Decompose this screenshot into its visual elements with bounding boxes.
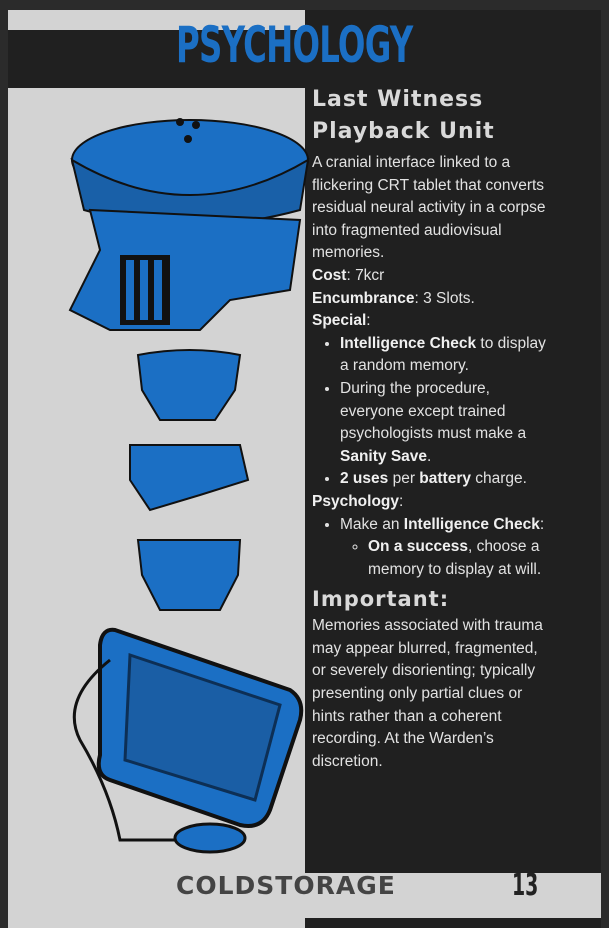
list-item: Intelligence Check to display a random m… — [340, 333, 548, 378]
encumbrance-value: : 3 Slots. — [414, 289, 475, 307]
item-description: A cranial interface linked to a flickeri… — [312, 154, 546, 262]
helmet-front-view — [136, 349, 242, 421]
helmet-main-view — [68, 118, 310, 331]
psychology-heading: Psychology: — [312, 491, 548, 514]
item-content: Last Witness Playback Unit A cranial int… — [312, 84, 548, 773]
text: to display a random memory. — [340, 334, 546, 375]
list-item: Make an Intelligence Check: On a success… — [340, 514, 548, 582]
bold-text: Sanity Save — [340, 447, 428, 465]
encumbrance-line: Encumbrance: 3 Slots. — [312, 288, 548, 311]
helmet-rear-view — [136, 539, 242, 611]
text: . — [427, 447, 432, 465]
cost-label: Cost — [312, 266, 347, 284]
psychology-list: Make an Intelligence Check: On a success… — [312, 514, 548, 582]
colon: : — [399, 492, 404, 510]
sub-list: On a success, choose a memory to display… — [340, 536, 548, 581]
colon: : — [366, 312, 371, 330]
cost-value: : 7kcr — [346, 266, 385, 284]
item-name: Last Witness Playback Unit — [312, 87, 495, 144]
page-number: 13 — [512, 868, 539, 903]
text: During the procedure, everyone except tr… — [340, 379, 527, 443]
list-item: 2 uses per battery charge. — [340, 468, 548, 491]
footer-band — [305, 873, 601, 918]
helmet-side-view — [129, 444, 250, 512]
special-heading: Special: — [312, 310, 548, 333]
text: : — [539, 515, 545, 533]
list-item: On a success, choose a memory to display… — [368, 536, 548, 581]
bold-text: On a success — [368, 538, 468, 556]
bold-text: 2 uses — [340, 470, 389, 488]
section-title: PSYCHOLOGY — [176, 16, 413, 74]
important-heading: Important: — [312, 587, 450, 612]
list-item: During the procedure, everyone except tr… — [340, 378, 548, 468]
cost-line: Cost: 7kcr — [312, 265, 548, 288]
brand-logo: COLDSTORAGE — [176, 871, 396, 900]
special-list: Intelligence Check to display a random m… — [312, 333, 548, 491]
text: Make an — [340, 515, 404, 533]
bold-text: Intelligence Check — [403, 515, 540, 533]
text: , choose a memory to display at will. — [368, 538, 542, 578]
text: per — [388, 470, 420, 488]
header-band — [8, 30, 305, 88]
bold-text: battery — [419, 470, 471, 488]
psychology-label: Psychology — [312, 492, 399, 510]
crt-tablet — [72, 627, 304, 854]
bold-text: Intelligence Check — [340, 334, 477, 352]
important-text: Memories associated with trauma may appe… — [312, 617, 543, 770]
encumbrance-label: Encumbrance — [312, 289, 415, 307]
text: charge. — [470, 470, 527, 488]
special-label: Special — [312, 312, 367, 330]
